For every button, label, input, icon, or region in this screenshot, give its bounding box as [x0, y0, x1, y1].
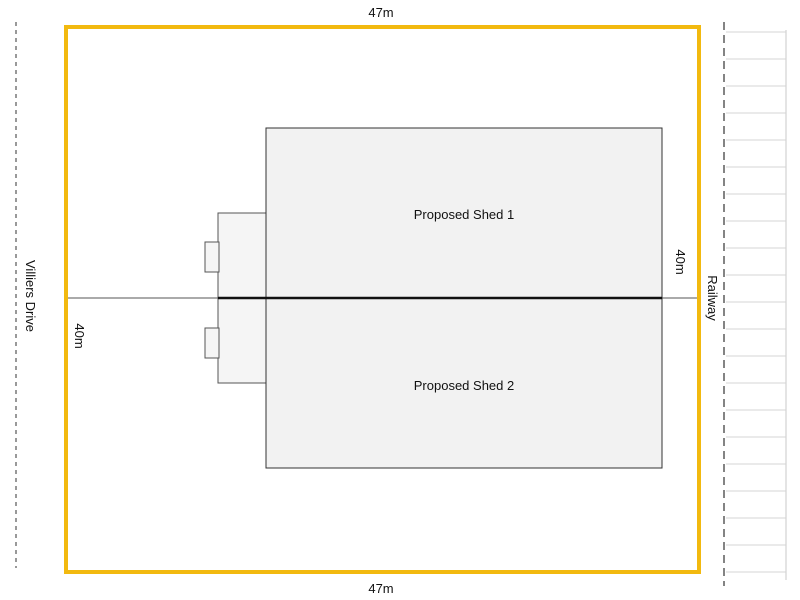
- site-boundary: [64, 25, 701, 574]
- villiers-drive-label: Villiers Drive: [23, 260, 38, 332]
- bottom-dimension-label: 47m: [368, 581, 393, 596]
- left-dimension-label: 40m: [72, 323, 87, 348]
- shed-2: [265, 297, 663, 469]
- shed-2-label: Proposed Shed 2: [414, 378, 514, 393]
- top-dimension-label: 47m: [368, 5, 393, 20]
- annex-bay-upper: [204, 241, 220, 273]
- right-dimension-label: 40m: [673, 249, 688, 274]
- shed-1: [265, 127, 663, 299]
- railway-label: Railway: [705, 275, 720, 321]
- railway-track: [723, 22, 787, 586]
- annex-bay-lower: [204, 327, 220, 359]
- shed-1-label: Proposed Shed 1: [414, 207, 514, 222]
